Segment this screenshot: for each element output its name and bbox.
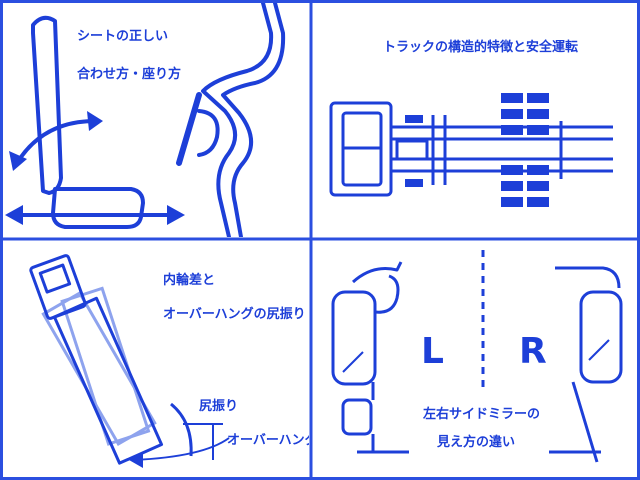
left-lower-mirror	[341, 398, 373, 436]
seat-back	[31, 15, 63, 195]
mirrors-caption-line1: 左右サイドミラーの	[423, 407, 541, 422]
mirrors-caption-line2: 見え方の違い	[437, 435, 516, 450]
rear-wheels	[405, 93, 549, 207]
panel-turning-overhang: 内輪差と オーバーハングの尻振り 尻振り オーバーハング	[3, 242, 309, 477]
turning-arc	[170, 402, 193, 457]
turning-title-line1: 内輪差と	[163, 273, 216, 288]
truck-top-view	[329, 93, 613, 207]
truck-title: トラックの構造的特徴と安全運転	[383, 40, 579, 55]
seat-cushion	[51, 187, 145, 229]
turning-title-line2: オーバーハングの尻振り	[163, 307, 306, 322]
seat-title-line2: 合わせ方・座り方	[77, 67, 182, 82]
panel-truck-structure: トラックの構造的特徴と安全運転	[313, 3, 637, 237]
left-mirror	[331, 290, 377, 386]
seat-title-line1: シートの正しい	[77, 29, 169, 44]
panel-side-mirrors: L R 左右サイドミラーの 見え方の違い	[313, 242, 637, 477]
steering-hub	[197, 109, 220, 157]
overhang-label: オーバーハング	[227, 433, 309, 448]
left-letter: L	[421, 331, 444, 372]
steering-wheel	[176, 92, 202, 166]
dashboard-outline	[201, 3, 274, 237]
turning-illustration	[29, 254, 230, 468]
right-mirror	[579, 290, 623, 384]
tail-swing-label: 尻振り	[199, 399, 239, 414]
panel-seat-adjustment: シートの正しい 合わせ方・座り方	[3, 3, 309, 237]
truck-cab	[329, 101, 393, 197]
right-letter: R	[519, 331, 547, 372]
recline-arrow	[15, 119, 97, 165]
seat-illustration	[5, 3, 286, 237]
mirrors-illustration	[331, 250, 623, 463]
